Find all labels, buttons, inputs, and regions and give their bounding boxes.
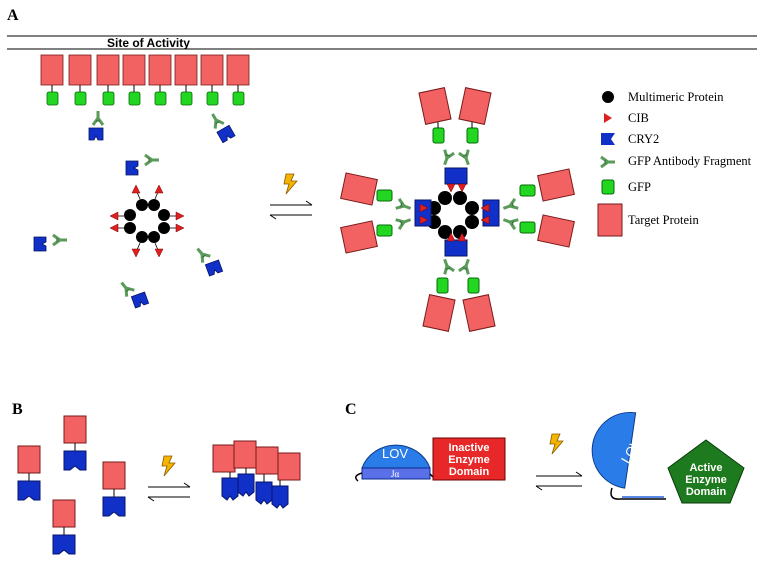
- legend-label-gfp: GFP: [628, 180, 651, 194]
- svg-text:Inactive: Inactive: [449, 442, 490, 454]
- gfp-antibody-fragment-icon: [599, 155, 617, 169]
- svg-text:Enzyme: Enzyme: [448, 454, 490, 466]
- panel-a-letter: A: [7, 7, 19, 24]
- panel-b-free: [17, 415, 126, 555]
- ja-label: Jα: [391, 469, 400, 479]
- svg-text:Domain: Domain: [449, 466, 490, 478]
- panel-b-letter: B: [12, 401, 23, 418]
- legend-label-target: Target Protein: [628, 213, 700, 227]
- legend-label-cry2: CRY2: [628, 132, 659, 146]
- panel-b-equilibrium: [147, 455, 191, 502]
- inactive-enzyme-domain: [432, 437, 506, 481]
- cib-icon: [604, 113, 612, 123]
- active-enzyme-domain: [667, 439, 745, 504]
- svg-text:Enzyme: Enzyme: [685, 474, 727, 486]
- cry2-icon: [601, 133, 615, 145]
- svg-text:Domain: Domain: [686, 486, 727, 498]
- gfp-icon: [601, 179, 615, 195]
- site-bound-antibody-cry2: [88, 109, 236, 144]
- panel-c-active: LOV Active Enzyme Domain: [591, 411, 745, 504]
- assembled-complex: [340, 87, 575, 332]
- multimeric-protein-icon: [602, 91, 614, 103]
- site-target-proteins: [40, 54, 250, 86]
- light-icon-a: [283, 173, 298, 195]
- svg-text:Active: Active: [689, 462, 722, 474]
- legend-label-multimeric: Multimeric Protein: [628, 90, 724, 104]
- target-protein-icon: [597, 203, 623, 237]
- panel-c-letter: C: [345, 401, 357, 418]
- legend-label-antibody: GFP Antibody Fragment: [628, 154, 752, 168]
- panel-b-clustered: [212, 440, 301, 509]
- light-icon-c: [549, 433, 564, 455]
- panel-a-equilibrium: [269, 173, 313, 220]
- panel-c-equilibrium: [535, 433, 583, 491]
- legend: Multimeric Protein CIB CRY2 GFP Antibody…: [597, 90, 752, 237]
- legend-label-cib: CIB: [628, 111, 649, 125]
- lov-label-inactive: LOV: [382, 446, 408, 461]
- multimeric-protein-left: [109, 184, 185, 258]
- light-icon-b: [161, 455, 176, 477]
- site-gfp-tags: [46, 85, 245, 106]
- site-of-activity-label: Site of Activity: [107, 36, 190, 50]
- panel-c-inactive: LOV Jα Inactive Enzyme Domain: [355, 437, 506, 482]
